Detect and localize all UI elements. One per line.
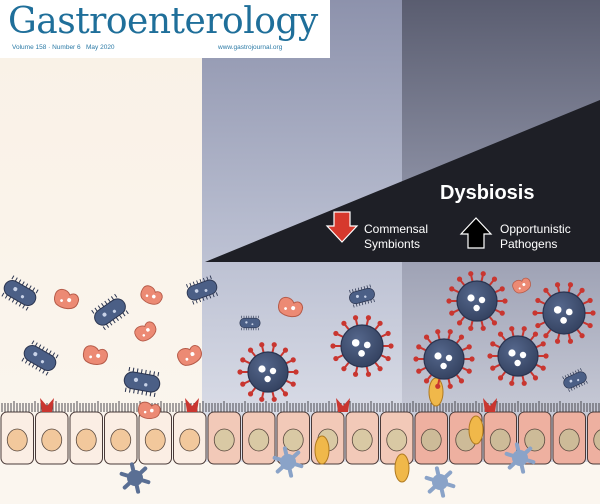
epithelial-cell — [0, 411, 34, 465]
commensal-bacterium-icon — [1, 275, 39, 311]
symbiont-bacterium-icon — [53, 288, 79, 310]
epithelial-cell — [380, 411, 414, 465]
dendritic-cell-icon — [504, 442, 536, 474]
epithelial-cell — [345, 411, 379, 465]
dendritic-cell-icon — [424, 466, 456, 498]
microvilli — [1, 401, 600, 412]
microbe-layer — [1, 271, 596, 419]
symbiont-bacterium-icon — [82, 345, 108, 365]
receptor-icon — [185, 398, 199, 412]
lamina-propria — [0, 462, 600, 504]
epithelium-layer — [0, 377, 600, 504]
issue-date: May 2020 — [86, 44, 115, 51]
translocating-bacterium-icon — [428, 377, 444, 407]
symbiont-bacterium-icon — [177, 345, 202, 366]
dendritic-cell-icon — [119, 462, 151, 494]
epithelial-cell — [35, 411, 69, 465]
epithelial-cell — [104, 411, 138, 465]
virus-icon — [532, 282, 596, 344]
commensal-bacterium-icon — [239, 315, 261, 331]
epithelial-cell — [207, 411, 241, 465]
opportunistic-line-2: Pathogens — [500, 237, 558, 251]
virus-icon — [413, 329, 475, 389]
journal-title: Gastroenterology — [8, 1, 318, 42]
commensal-bacterium-icon — [349, 284, 375, 308]
commensal-line-1: Commensal — [364, 222, 429, 236]
masthead: Gastroenterology Volume 158 · Number 6 M… — [0, 0, 330, 58]
symbiont-bacterium-icon — [134, 321, 157, 342]
virus-icon — [330, 315, 394, 377]
commensal-bacterium-icon — [562, 368, 588, 392]
opportunistic-line-1: Opportunistic — [500, 222, 571, 236]
dysbiosis-heading: Dysbiosis — [440, 182, 535, 204]
receptor-icon — [40, 398, 54, 412]
up-arrow-icon — [459, 217, 493, 249]
commensal-label: Commensal Symbionts — [364, 222, 428, 252]
epithelial-cell — [242, 411, 276, 465]
commensal-line-2: Symbionts — [364, 237, 421, 251]
opportunistic-label: Opportunistic Pathogens — [500, 222, 571, 252]
commensal-bacterium-icon — [123, 366, 161, 398]
dysbiosis-triangle — [205, 100, 600, 262]
receptor-icon — [483, 398, 497, 412]
symbiont-bacterium-icon — [277, 296, 303, 318]
virus-icon — [446, 271, 508, 331]
translocating-bacterium-icon — [468, 415, 484, 445]
symbiont-bacterium-icon — [512, 277, 531, 294]
epithelial-cell — [414, 411, 448, 465]
epithelial-cell — [69, 411, 103, 465]
commensal-bacterium-icon — [21, 340, 59, 376]
translocating-bacterium-icon — [314, 435, 330, 465]
virus-icon — [237, 342, 299, 402]
epithelial-cell — [173, 411, 207, 465]
epithelial-cell — [587, 411, 600, 465]
receptor-icon — [336, 398, 350, 412]
epithelial-cell — [483, 411, 517, 465]
commensal-bacterium-icon — [186, 275, 218, 305]
commensal-bacterium-icon — [91, 293, 129, 331]
epithelial-cell — [552, 411, 586, 465]
symbiont-bacterium-icon — [137, 401, 161, 419]
volume-label: Volume 158 · Number 6 — [12, 44, 81, 51]
down-arrow-icon — [325, 211, 359, 243]
symbiont-bacterium-icon — [140, 285, 163, 305]
virus-icon — [487, 326, 549, 386]
journal-url: www.gastrojournal.org — [218, 44, 283, 51]
epithelial-cell — [138, 411, 172, 465]
dendritic-cell-icon — [272, 446, 304, 478]
translocating-bacterium-icon — [394, 453, 410, 483]
